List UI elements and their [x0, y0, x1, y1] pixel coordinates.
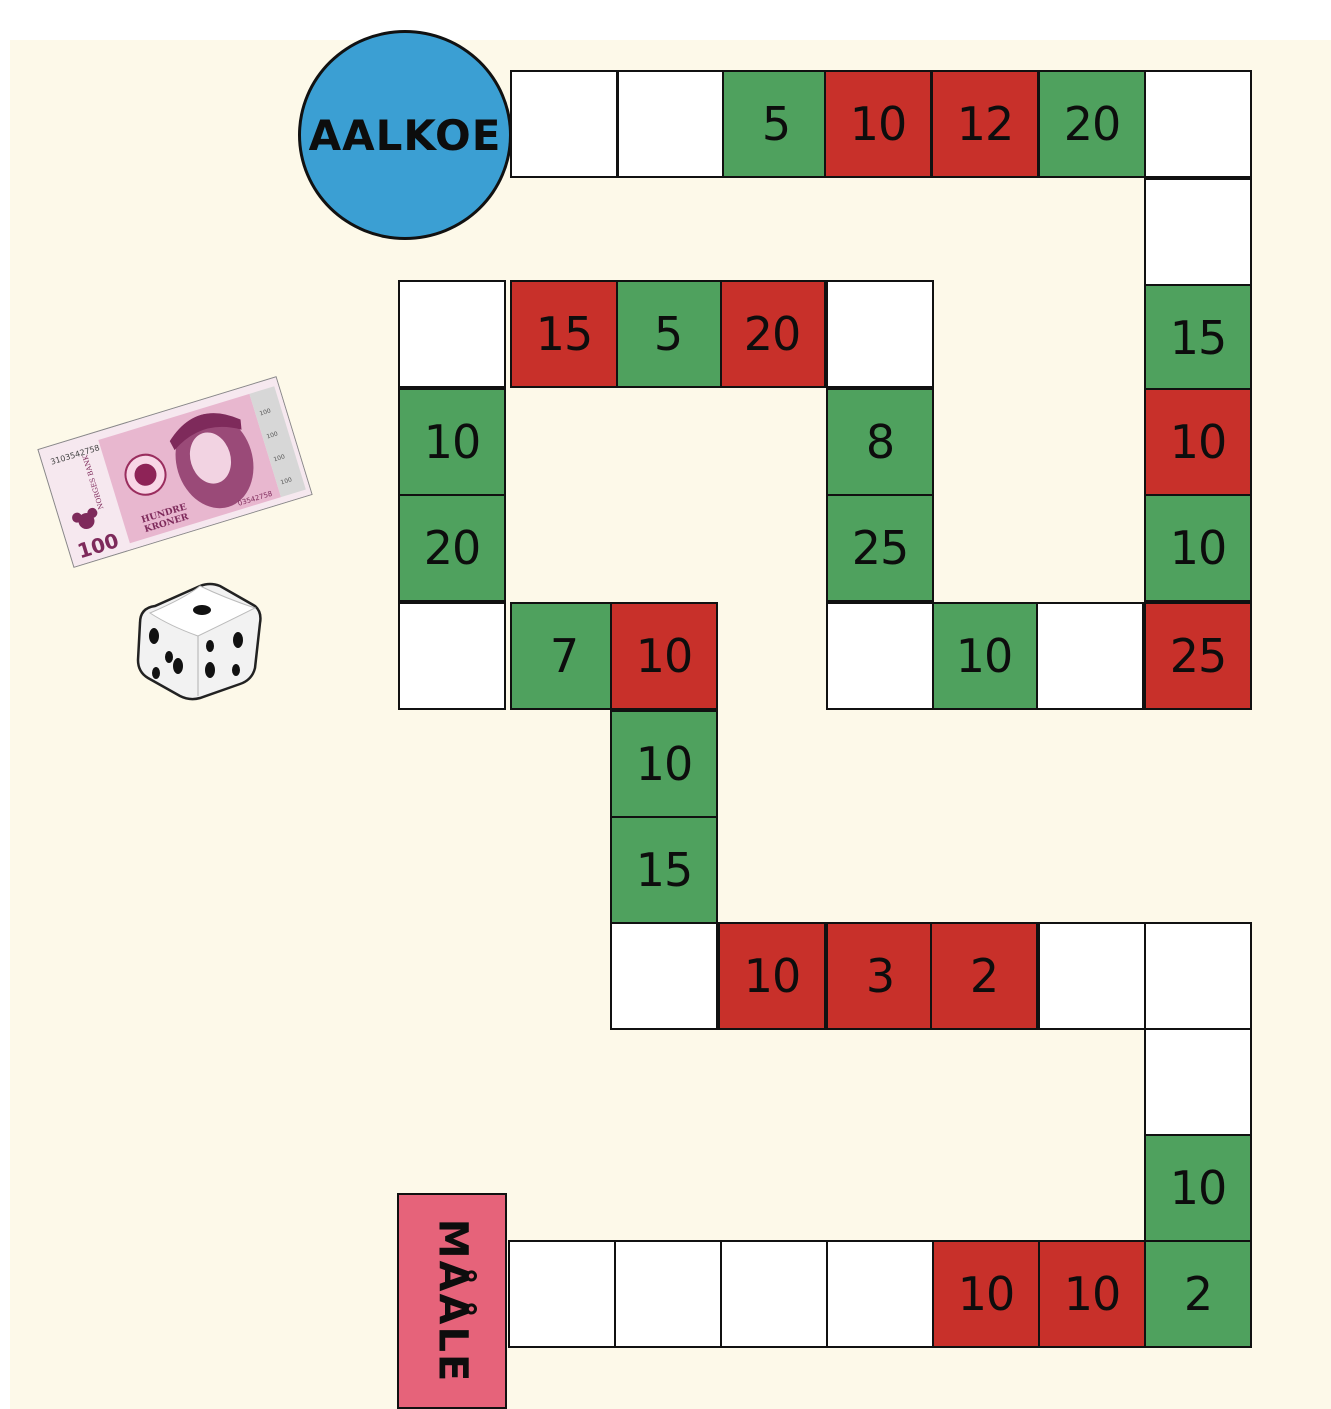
board-square[interactable]: 7	[510, 602, 618, 710]
board-square[interactable]	[1038, 922, 1146, 1030]
board-square[interactable]	[720, 1240, 828, 1348]
board-square[interactable]: 8	[826, 388, 934, 496]
board-square[interactable]	[826, 602, 934, 710]
board-square[interactable]	[610, 922, 718, 1030]
board-square[interactable]: 3	[826, 922, 934, 1030]
board-square[interactable]	[398, 602, 506, 710]
board-square[interactable]	[826, 1240, 934, 1348]
board-square[interactable]: 5	[614, 280, 722, 388]
board-square[interactable]: 2	[930, 922, 1038, 1030]
board-square[interactable]	[617, 70, 725, 178]
board-square[interactable]	[398, 280, 506, 388]
board-square[interactable]	[1036, 602, 1144, 710]
board-square[interactable]	[826, 280, 934, 388]
board-square[interactable]: 10	[1144, 1134, 1252, 1242]
dice[interactable]	[130, 578, 270, 703]
board-square[interactable]: 25	[1144, 602, 1252, 710]
board-square[interactable]: 12	[931, 70, 1039, 178]
board-square[interactable]	[510, 70, 618, 178]
board-square[interactable]: 5	[722, 70, 830, 178]
board-square[interactable]: 20	[718, 280, 826, 388]
board-square[interactable]: 20	[1038, 70, 1146, 178]
board-square[interactable]: 15	[510, 280, 618, 388]
goal-box[interactable]: MÅÅLE	[397, 1193, 507, 1409]
board-square[interactable]: 10	[930, 602, 1038, 710]
board-square[interactable]: 10	[610, 602, 718, 710]
board-square[interactable]: 15	[1144, 284, 1252, 392]
board-square[interactable]	[1144, 178, 1252, 286]
board-square[interactable]: 20	[398, 494, 506, 602]
goal-label: MÅÅLE	[429, 1219, 475, 1384]
board-square[interactable]	[614, 1240, 722, 1348]
board-square[interactable]	[1144, 922, 1252, 1030]
board-square[interactable]: 10	[398, 388, 506, 496]
board-square[interactable]: 10	[824, 70, 932, 178]
board-square[interactable]	[1144, 70, 1252, 178]
board-square[interactable]: 10	[1038, 1240, 1146, 1348]
start-circle[interactable]: AALKOE	[298, 30, 512, 240]
board-square[interactable]: 10	[718, 922, 826, 1030]
start-label: AALKOE	[309, 111, 502, 160]
board-square[interactable]: 2	[1144, 1240, 1252, 1348]
board-square[interactable]: 10	[932, 1240, 1040, 1348]
board-square[interactable]: 15	[610, 816, 718, 924]
board-square[interactable]: 10	[1144, 388, 1252, 496]
board-square[interactable]	[1144, 1028, 1252, 1136]
dice-icon	[130, 578, 270, 703]
board-square[interactable]	[508, 1240, 616, 1348]
board-square[interactable]: 10	[610, 710, 718, 818]
board-square[interactable]: 10	[1144, 494, 1252, 602]
board-square[interactable]: 25	[826, 494, 934, 602]
